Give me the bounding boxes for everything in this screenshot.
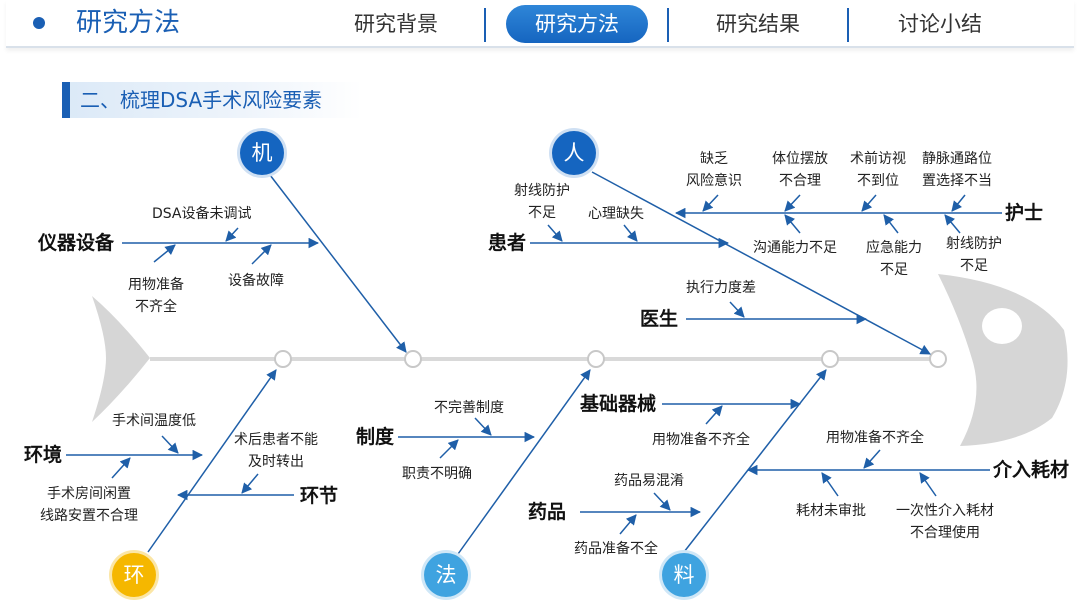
fish-eye	[982, 308, 1022, 344]
cause-label: 缺乏 风险意识	[686, 151, 742, 189]
cause-label: 不完善制度	[434, 400, 504, 416]
machine-bone	[269, 174, 407, 353]
top-navigation-bar: 研究方法 研究背景 研究方法 研究结果 讨论小结	[6, 0, 1074, 48]
material-bone	[683, 369, 827, 553]
cause-label: 药品易混淆	[614, 473, 684, 489]
fish-head	[938, 274, 1068, 446]
method-bone	[457, 369, 591, 555]
nav-separator	[667, 8, 669, 42]
person-bone	[591, 171, 931, 355]
spine-node	[929, 350, 947, 368]
tab-discussion-summary[interactable]: 讨论小结	[898, 12, 982, 36]
bullet-dot-icon	[33, 17, 45, 29]
nav-separator	[484, 8, 486, 42]
cause-label: 药品准备不全	[574, 541, 658, 557]
cause-label: 沟通能力不足	[753, 240, 837, 256]
cause-label: 设备故障	[228, 273, 284, 289]
cause-label: 职责不明确	[402, 466, 472, 482]
environment-bone	[147, 369, 277, 553]
cause-label: 静脉通路位 置选择不当	[922, 151, 992, 189]
branch-equipment: 基础器械	[580, 393, 657, 415]
branch-consumables: 介入耗材	[993, 459, 1070, 481]
page-title: 研究方法	[76, 8, 181, 38]
cause-label: 一次性介入耗材 不合理使用	[896, 503, 994, 541]
branch-patient: 患者	[488, 232, 527, 254]
cause-label: 术后患者不能 及时转出	[234, 432, 318, 470]
spine-node	[587, 350, 605, 368]
spine-node	[404, 350, 422, 368]
tab-research-background[interactable]: 研究背景	[354, 12, 438, 36]
cause-label: 用物准备 不齐全	[128, 277, 184, 315]
branch-environment: 环境	[24, 444, 63, 466]
cause-label: DSA设备未调试	[152, 206, 252, 222]
branch-instrument: 仪器设备	[38, 232, 115, 254]
fish-tail	[92, 296, 150, 422]
spine-node	[821, 350, 839, 368]
cause-label: 用物准备不齐全	[826, 430, 924, 446]
cause-label: 射线防护 不足	[514, 183, 570, 221]
cause-label: 体位摆放 不合理	[772, 151, 828, 189]
cause-label: 心理缺失	[588, 206, 644, 222]
cause-label: 耗材未审批	[796, 503, 866, 519]
method-category-circle: 法	[424, 553, 468, 597]
branch-procedure: 环节	[300, 485, 339, 507]
tab-research-results[interactable]: 研究结果	[716, 12, 800, 36]
branch-system: 制度	[356, 426, 395, 448]
branch-drug: 药品	[528, 501, 567, 523]
spine-node	[274, 350, 292, 368]
cause-label: 射线防护 不足	[946, 236, 1002, 274]
cause-label: 执行力度差	[686, 280, 756, 296]
material-category-circle: 料	[662, 553, 706, 597]
cause-label: 手术间温度低	[112, 413, 196, 429]
nav-separator	[847, 8, 849, 42]
section-title: 二、梳理DSA手术风险要素	[62, 82, 362, 118]
person-category-circle: 人	[552, 131, 596, 175]
branch-doctor: 医生	[640, 308, 679, 330]
cause-label: 术前访视 不到位	[850, 151, 906, 189]
machine-category-circle: 机	[240, 131, 284, 175]
environment-category-circle: 环	[112, 553, 156, 597]
cause-label: 用物准备不齐全	[652, 432, 750, 448]
cause-label: 手术房间闲置 线路安置不合理	[40, 486, 138, 524]
section-title-accent	[62, 82, 70, 118]
tab-research-methods[interactable]: 研究方法	[506, 5, 648, 43]
branch-nurse: 护士	[1005, 202, 1044, 224]
section-title-text: 二、梳理DSA手术风险要素	[80, 88, 323, 112]
cause-label: 应急能力 不足	[866, 240, 922, 278]
